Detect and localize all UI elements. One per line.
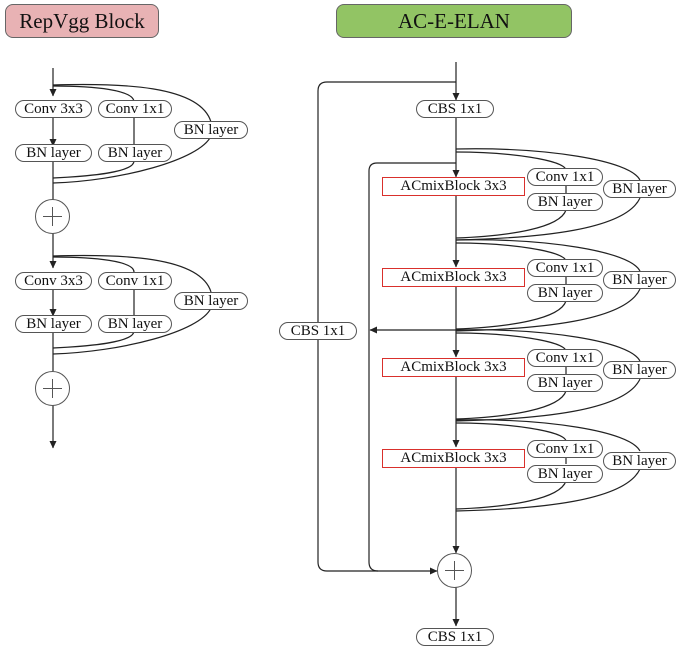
repvgg-bn1x1-2: BN layer xyxy=(98,315,172,333)
repvgg-bn-identity-2: BN layer xyxy=(174,292,248,310)
repvgg-bn3x3-2: BN layer xyxy=(15,315,92,333)
acelan-cbs-top: CBS 1x1 xyxy=(416,100,494,118)
acmix-bn1x1-3: BN layer xyxy=(527,374,603,392)
repvgg-conv3x3-2: Conv 3x3 xyxy=(15,272,92,290)
repvgg-bn1x1-1: BN layer xyxy=(98,144,172,162)
plus-circle-icon xyxy=(35,371,70,406)
repvgg-conv3x3-1: Conv 3x3 xyxy=(15,100,92,118)
acmix-bn1x1-1: BN layer xyxy=(527,193,603,211)
acmix-block-2: ACmixBlock 3x3 xyxy=(382,268,525,287)
acmix-block-4: ACmixBlock 3x3 xyxy=(382,449,525,468)
plus-circle-icon xyxy=(437,553,472,588)
acmix-bn-identity-3: BN layer xyxy=(603,361,676,379)
acmix-bn-identity-1: BN layer xyxy=(603,180,676,198)
repvgg-bn-identity-1: BN layer xyxy=(174,121,248,139)
acelan-cbs-bottom: CBS 1x1 xyxy=(416,628,494,646)
repvgg-bn3x3-1: BN layer xyxy=(15,144,92,162)
acelan-cbs-side: CBS 1x1 xyxy=(279,322,357,340)
repvgg-title: RepVgg Block xyxy=(5,4,159,38)
repvgg-conv1x1-2: Conv 1x1 xyxy=(98,272,172,290)
acmix-conv1x1-4: Conv 1x1 xyxy=(527,440,603,458)
acelan-title: AC-E-ELAN xyxy=(336,4,572,38)
acmix-bn1x1-2: BN layer xyxy=(527,284,603,302)
repvgg-conv1x1-1: Conv 1x1 xyxy=(98,100,172,118)
plus-circle-icon xyxy=(35,199,70,234)
acmix-bn1x1-4: BN layer xyxy=(527,465,603,483)
acmix-conv1x1-3: Conv 1x1 xyxy=(527,349,603,367)
acmix-block-3: ACmixBlock 3x3 xyxy=(382,358,525,377)
acmix-conv1x1-1: Conv 1x1 xyxy=(527,168,603,186)
acmix-bn-identity-4: BN layer xyxy=(603,452,676,470)
acmix-conv1x1-2: Conv 1x1 xyxy=(527,259,603,277)
acmix-block-1: ACmixBlock 3x3 xyxy=(382,177,525,196)
acmix-bn-identity-2: BN layer xyxy=(603,271,676,289)
